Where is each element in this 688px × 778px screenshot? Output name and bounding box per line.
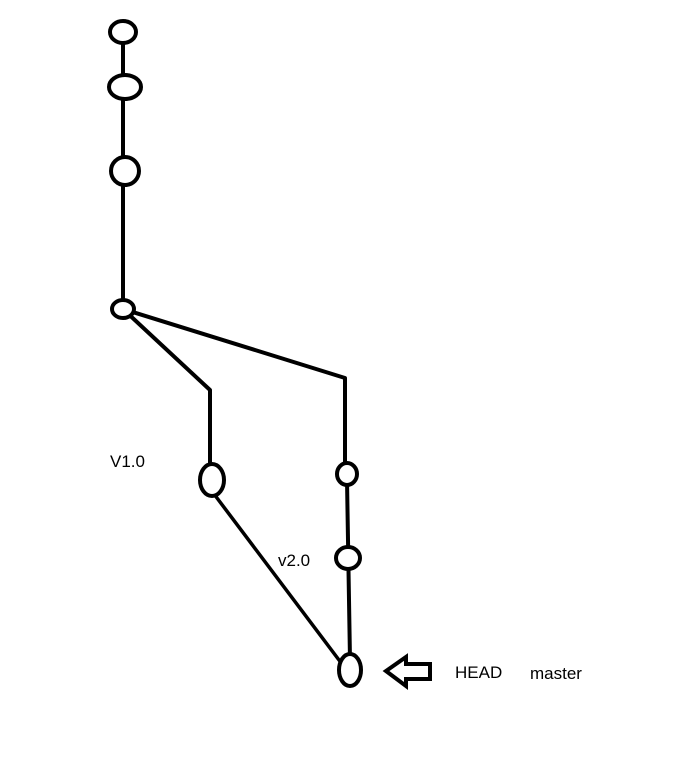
commit-node-head[interactable] — [337, 652, 363, 688]
commit-node-2[interactable] — [107, 73, 143, 101]
commit-node-v2[interactable] — [334, 545, 362, 571]
commit-node-3[interactable] — [109, 155, 141, 187]
commit-node-merge-base[interactable] — [110, 298, 136, 320]
head-pointer-arrow-icon — [382, 653, 432, 690]
branch-edge-left — [121, 307, 212, 470]
tag-label-v2: v2.0 — [278, 551, 310, 570]
commit-node-v1[interactable] — [198, 462, 226, 498]
commit-node-1[interactable] — [108, 19, 138, 45]
merge-edge — [212, 492, 347, 670]
branch-edge-right — [121, 307, 347, 468]
head-label: HEAD — [455, 663, 502, 682]
tag-label-v1: V1.0 — [110, 452, 145, 471]
commit-node-right-1[interactable] — [335, 461, 359, 487]
branch-label-master: master — [530, 664, 582, 683]
